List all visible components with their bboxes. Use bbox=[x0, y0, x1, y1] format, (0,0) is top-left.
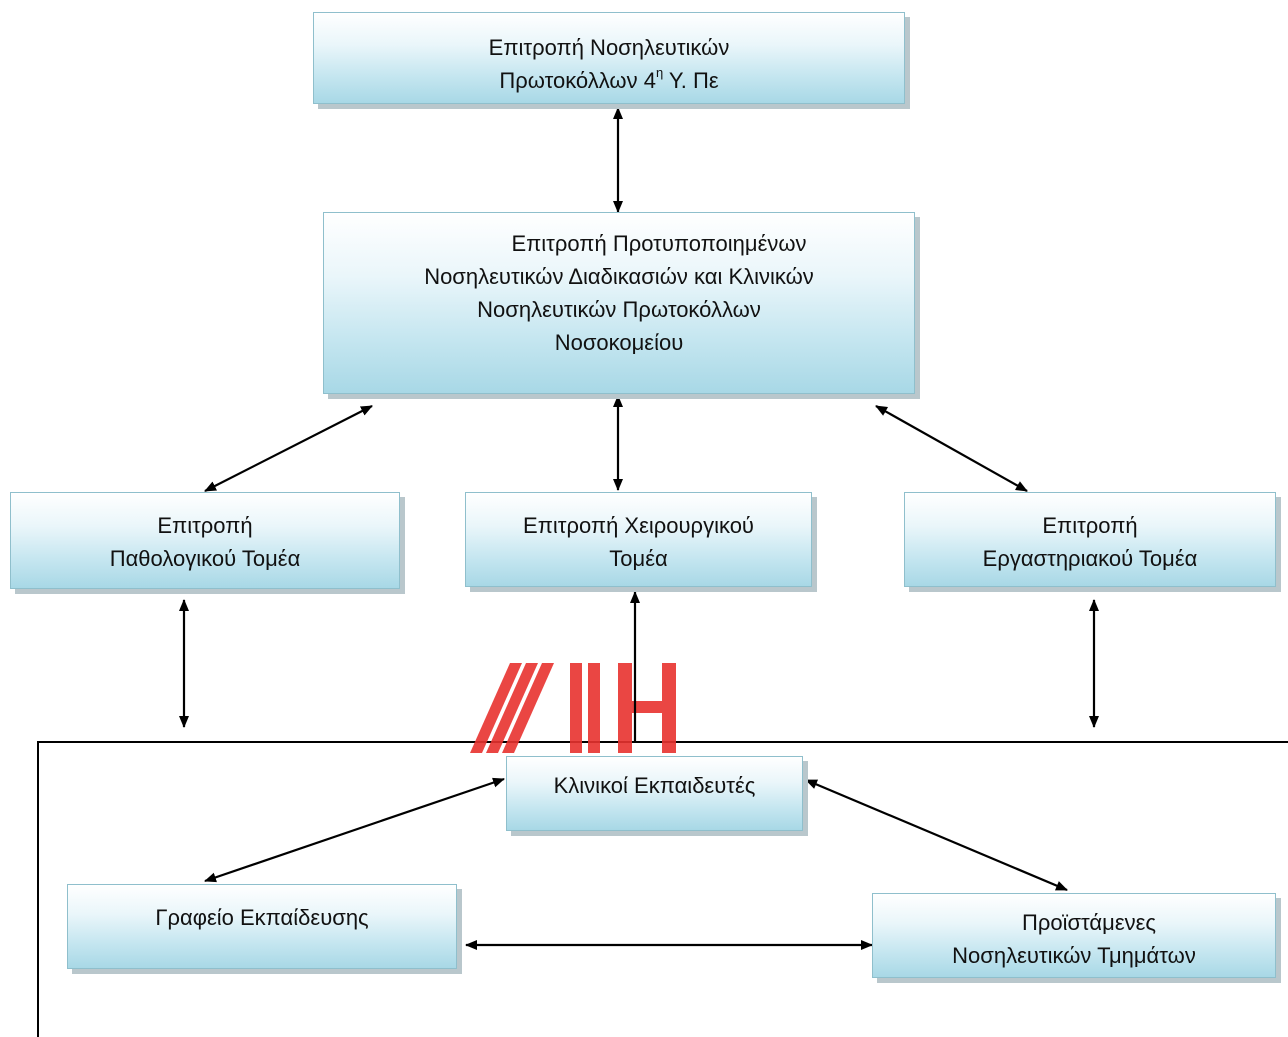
node-lab-committee: Επιτροπή Εργαστηριακού Τομέα bbox=[904, 492, 1276, 587]
node-surgical-committee: Επιτροπή Χειρουργικού Τομέα bbox=[465, 492, 812, 587]
arrow-hospital-to-pathology bbox=[204, 405, 373, 492]
node-regional-protocols-committee: Επιτροπή Νοσηλευτικών Πρωτοκόλλων 4η Υ. … bbox=[313, 12, 905, 104]
node-top-line-2-suffix: Υ. Πε bbox=[663, 68, 719, 93]
node-hospital-line-3: Νοσηλευτικών Πρωτοκόλλων bbox=[477, 297, 761, 322]
watermark-stripe-1 bbox=[470, 663, 522, 753]
arrow-hospital-to-lab bbox=[875, 405, 1028, 492]
node-top-line-2: Πρωτοκόλλων 4η Υ. Πε bbox=[499, 64, 718, 97]
watermark-bar-1 bbox=[570, 663, 582, 753]
node-lab-line-1: Επιτροπή bbox=[1042, 513, 1138, 538]
node-surgical-line-2: Τομέα bbox=[609, 546, 668, 571]
node-lab-line-2: Εργαστηριακού Τομέα bbox=[982, 546, 1198, 571]
node-office-line-1: Γραφείο Εκπαίδευσης bbox=[155, 905, 369, 930]
node-pathology-line-2: Παθολογικού Τομέα bbox=[109, 546, 301, 571]
watermark-logo bbox=[470, 663, 676, 753]
lower-frame-left-edge bbox=[37, 741, 39, 1037]
node-hospital-committee: Επιτροπή Προτυποποιημένων Νοσηλευτικών Δ… bbox=[323, 212, 915, 394]
node-head-nurses-line-1: Προϊστάμενες bbox=[1021, 910, 1157, 935]
node-hospital-line-1: Επιτροπή Προτυποποιημένων bbox=[511, 231, 807, 256]
node-top-line-2-superscript: η bbox=[655, 64, 664, 80]
watermark-bar-2 bbox=[588, 663, 600, 753]
arrow-educators-to-office bbox=[204, 777, 505, 883]
watermark-stripe-3 bbox=[502, 663, 554, 753]
node-head-nurses: Προϊστάμενες Νοσηλευτικών Τμημάτων bbox=[872, 893, 1276, 978]
watermark-stripe-2 bbox=[486, 663, 538, 753]
node-hospital-line-4: Νοσοκομείου bbox=[554, 330, 684, 355]
watermark-h-cross bbox=[618, 701, 676, 713]
node-pathology-line-1: Επιτροπή bbox=[157, 513, 253, 538]
node-education-office: Γραφείο Εκπαίδευσης bbox=[67, 884, 457, 969]
node-top-line-1: Επιτροπή Νοσηλευτικών bbox=[488, 35, 730, 60]
node-top-line-2-prefix: Πρωτοκόλλων 4 bbox=[499, 68, 656, 93]
node-head-nurses-line-2: Νοσηλευτικών Τμημάτων bbox=[952, 943, 1196, 968]
node-clinical-educators: Κλινικοί Εκπαιδευτές bbox=[506, 756, 803, 831]
node-surgical-line-1: Επιτροπή Χειρουργικού bbox=[523, 513, 754, 538]
node-educators-line-1: Κλινικοί Εκπαιδευτές bbox=[553, 773, 756, 798]
arrow-educators-to-head-nurses bbox=[805, 778, 1068, 892]
node-pathology-committee: Επιτροπή Παθολογικού Τομέα bbox=[10, 492, 400, 589]
node-hospital-line-2: Νοσηλευτικών Διαδικασιών και Κλινικών bbox=[424, 264, 814, 289]
